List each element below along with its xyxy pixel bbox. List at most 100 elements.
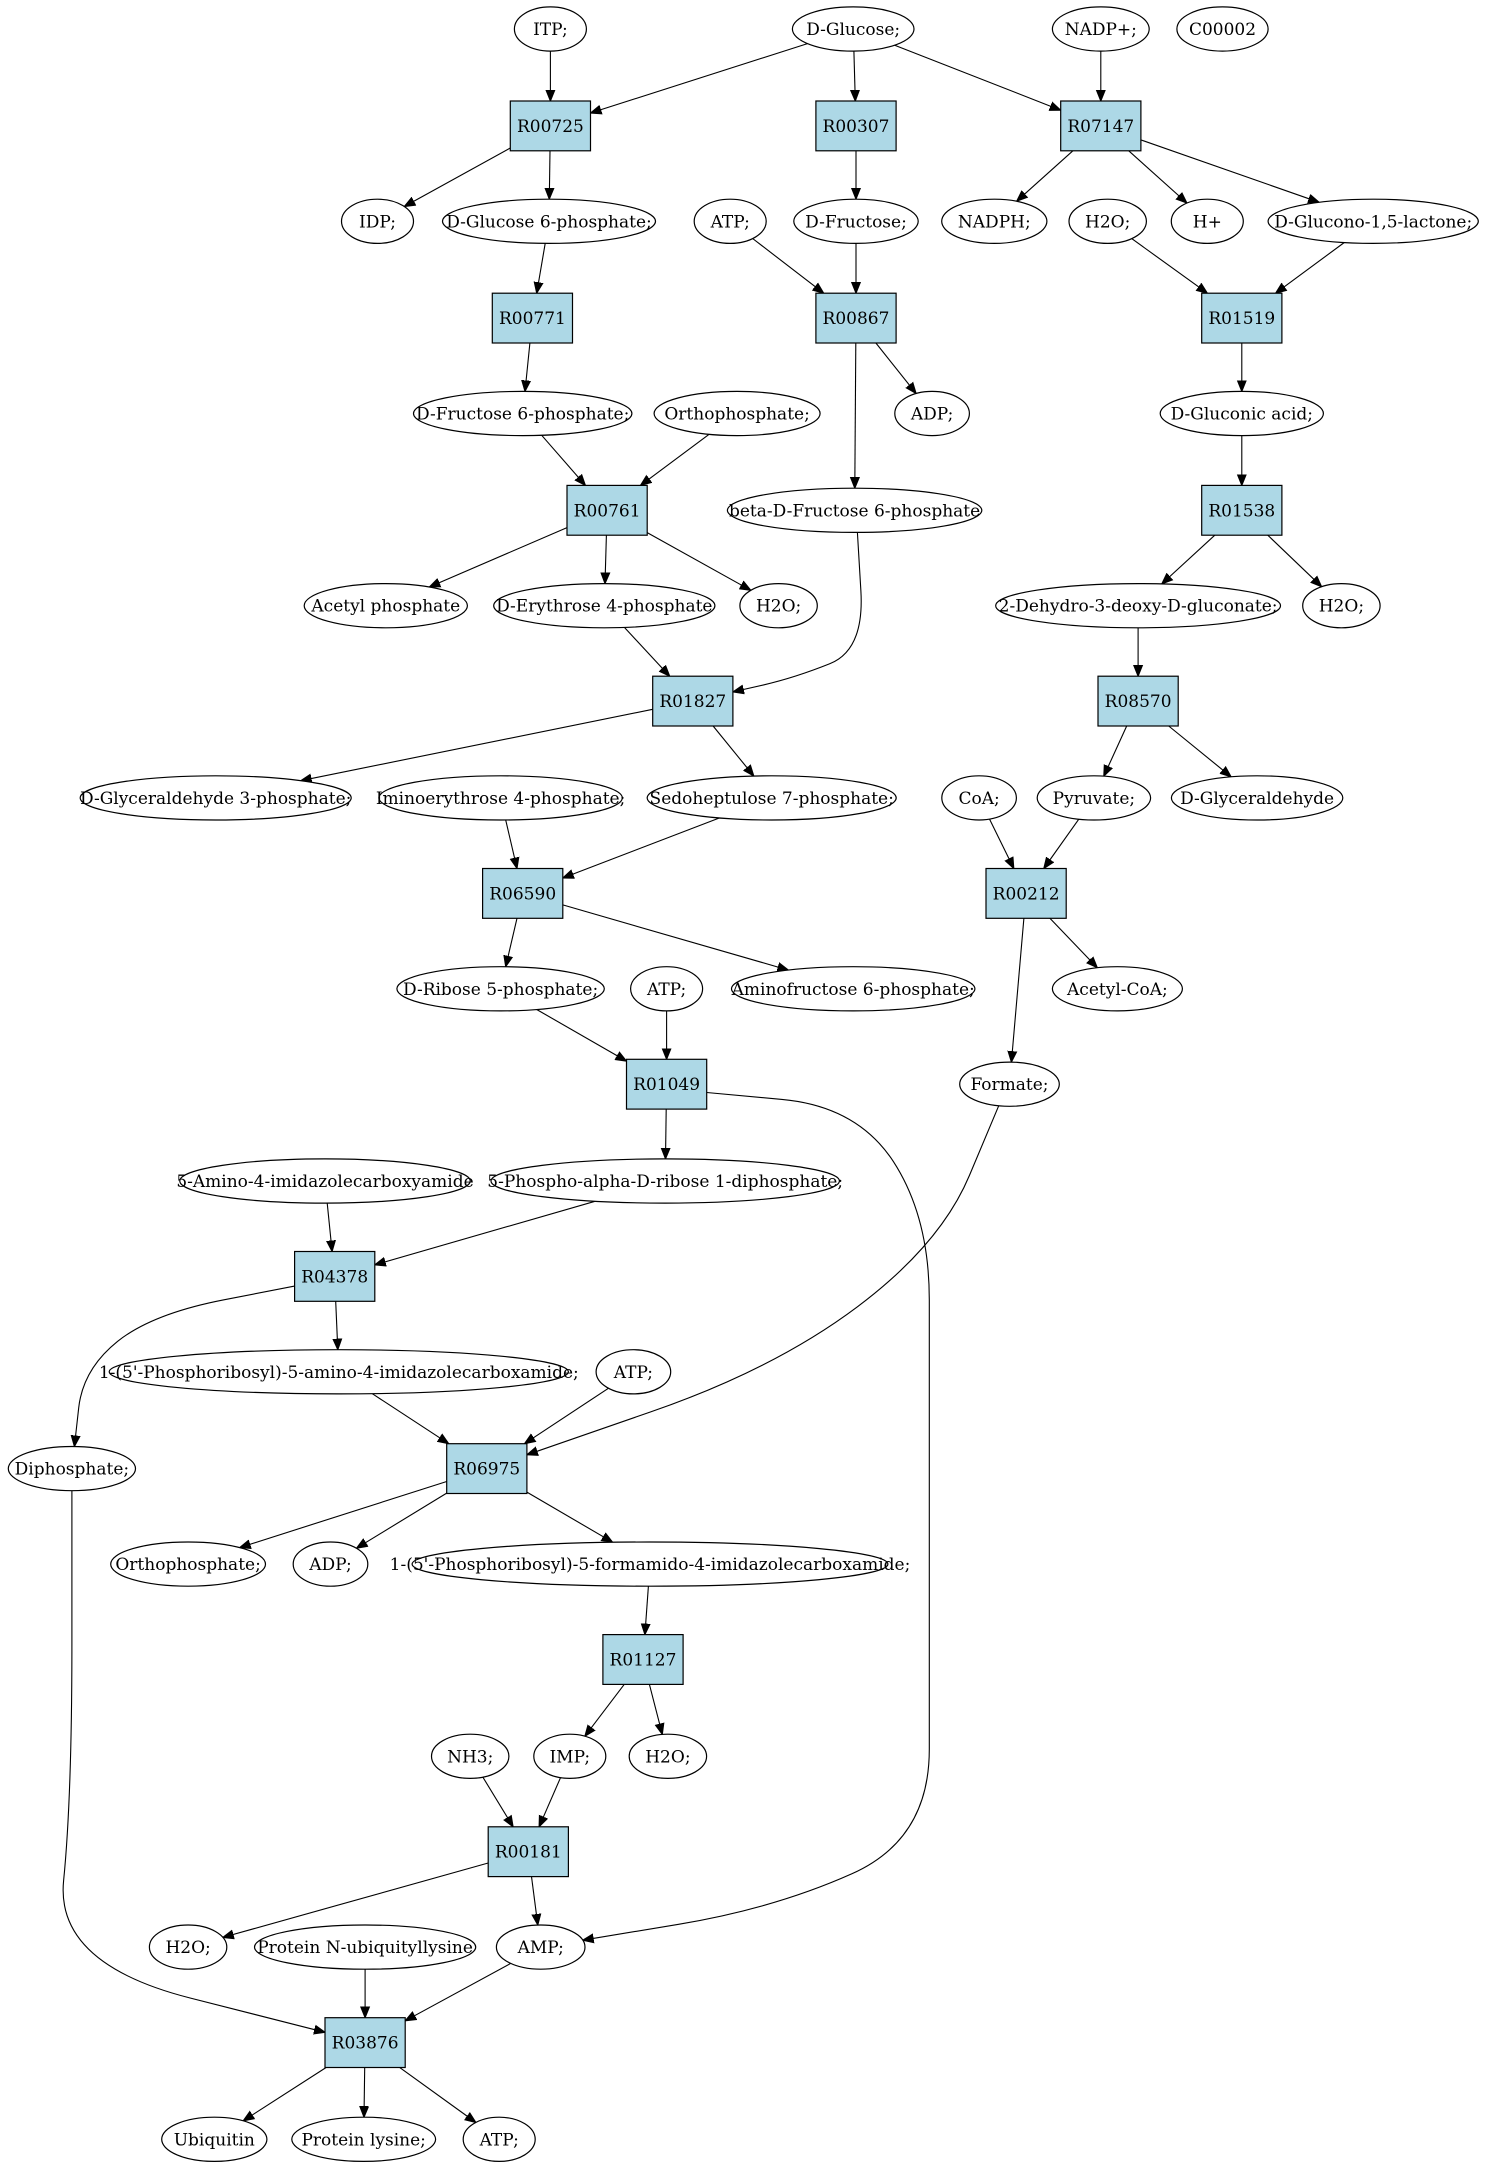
reaction-node-R01127[interactable]: R01127 [602,1633,684,1685]
compound-node-dglucose6p[interactable]: D-Glucose 6-phosphate; [441,198,657,244]
edge-imp-to-R00181 [539,1777,562,1827]
compound-ellipse [179,1158,471,1204]
compound-node-atp1[interactable]: ATP; [693,198,767,244]
compound-node-faicar[interactable]: 1-(5'-Phosphoribosyl)-5-formamido-4-imid… [390,1541,911,1587]
compound-node-dglucose[interactable]: D-Glucose; [791,6,915,52]
node-label: CoA; [958,789,999,809]
compound-node-h2o4[interactable]: H2O; [628,1733,708,1780]
compound-node-nadp[interactable]: NADP+; [1051,6,1150,52]
compound-node-dribose5p[interactable]: D-Ribose 5-phosphate; [396,966,605,1012]
reaction-node-R01049[interactable]: R01049 [625,1058,708,1110]
compound-node-sedo7p[interactable]: Sedoheptulose 7-phosphate; [646,775,897,821]
compound-node-pyruvate[interactable]: Pyruvate; [1036,775,1152,821]
reaction-box [815,292,897,344]
node-label: IMP; [549,1747,590,1767]
reaction-node-R01519[interactable]: R01519 [1201,292,1283,344]
compound-node-h2o5[interactable]: H2O; [148,1924,228,1970]
compound-node-dglyceraldehyde[interactable]: D-Glyceraldehyde [1170,775,1344,821]
compound-ellipse [462,2116,536,2162]
edge-R00212-to-acetylcoa [1049,917,1097,968]
edge-sedo7p-to-R06590 [563,817,720,878]
reaction-node-R01538[interactable]: R01538 [1201,484,1283,536]
compound-node-formate[interactable]: Formate; [959,1061,1060,1107]
compound-node-itp[interactable]: ITP; [513,6,588,52]
compound-node-h2o2[interactable]: H2O; [739,583,818,629]
reaction-node-R07147[interactable]: R07147 [1060,100,1142,152]
compound-node-idp[interactable]: IDP; [340,198,415,244]
edge-R00771-to-dfructose6p [525,342,530,391]
compound-node-derythrose4p[interactable]: D-Erythrose 4-phosphate [493,583,716,629]
reaction-node-R00307[interactable]: R00307 [815,100,897,152]
compound-ellipse [378,775,623,821]
compound-node-imp[interactable]: IMP; [533,1733,607,1780]
reaction-node-R00725[interactable]: R00725 [509,100,592,152]
compound-ellipse [110,1541,267,1587]
compound-node-atp2[interactable]: ATP; [629,966,704,1012]
compound-node-dglyc3p[interactable]: D-Glyceraldehyde 3-phosphate; [79,775,352,821]
edge-dglucose-to-R00307 [854,51,855,101]
compound-ellipse [495,1924,586,1970]
compound-node-hplus[interactable]: H+ [1170,198,1244,244]
compound-node-acetylp[interactable]: Acetyl phosphate [303,583,468,629]
node-label: H2O; [645,1747,690,1767]
reaction-box [602,1633,684,1685]
compound-node-ubiquitin[interactable]: Ubiquitin [161,2116,268,2162]
compound-node-prpp[interactable]: 5-Phospho-alpha-D-ribose 1-diphosphate; [487,1158,843,1204]
compound-node-betadf6p[interactable]: beta-D-Fructose 6-phosphate [726,487,983,533]
node-label: NADPH; [958,212,1031,232]
edge-R08570-to-dglyceraldehyde [1168,725,1231,777]
reaction-node-R06590[interactable]: R06590 [482,867,564,919]
node-label: 1-(5'-Phosphoribosyl)-5-amino-4-imidazol… [99,1363,579,1383]
compound-node-nadph[interactable]: NADPH; [941,198,1048,244]
node-label: Orthophosphate; [664,405,809,425]
compound-node-nh3[interactable]: NH3; [430,1733,510,1780]
reaction-node-R00867[interactable]: R00867 [815,292,897,344]
node-label: Ubiquitin [174,2130,255,2150]
edge-R01538-to-dehydro [1162,534,1216,584]
node-label: 5-Phospho-alpha-D-ribose 1-diphosphate; [487,1172,843,1192]
compound-node-proteinlysine[interactable]: Protein lysine; [291,2116,437,2162]
compound-node-atp3[interactable]: ATP; [595,1349,672,1395]
compound-node-amp[interactable]: AMP; [495,1924,586,1970]
compound-node-dfructose6p[interactable]: D-Fructose 6-phosphate; [412,390,633,437]
compound-node-c00002[interactable]: C00002 [1176,6,1269,52]
compound-node-proteinub[interactable]: Protein N-ubiquityllysine [253,1924,477,1970]
compound-node-iminoery[interactable]: Iminoerythrose 4-phosphate; [376,775,626,821]
node-label: R03876 [332,2034,399,2054]
compound-node-dehydro[interactable]: 2-Dehydro-3-deoxy-D-gluconate; [995,583,1282,629]
compound-node-ortho1[interactable]: Orthophosphate; [653,390,821,437]
compound-ellipse [292,1541,369,1587]
compound-node-aminofructose[interactable]: Aminofructose 6-phosphate; [731,966,976,1012]
reaction-node-R04378[interactable]: R04378 [294,1250,376,1302]
reaction-node-R08570[interactable]: R08570 [1097,675,1179,727]
edge-R01127-to-imp [585,1684,625,1736]
reaction-node-R00181[interactable]: R00181 [487,1826,570,1878]
edge-R00867-to-adp1 [875,342,916,394]
compound-node-dfructose[interactable]: D-Fructose; [793,198,919,244]
reaction-node-R01827[interactable]: R01827 [652,675,734,727]
compound-ellipse [412,390,633,437]
compound-node-aica[interactable]: 5-Amino-4-imidazolecarboxyamide [176,1158,474,1204]
edge-R06975-to-adp2 [357,1492,447,1548]
compound-node-h2o1[interactable]: H2O; [1068,198,1148,244]
compound-node-h2o3[interactable]: H2O; [1302,583,1381,629]
compound-node-dgluconic[interactable]: D-Gluconic acid; [1159,390,1325,437]
edge-faicar-to-R01127 [645,1586,649,1634]
reaction-node-R00761[interactable]: R00761 [566,484,648,536]
compound-ellipse [995,583,1282,629]
compound-node-atp4[interactable]: ATP; [462,2116,536,2162]
node-label: Protein lysine; [301,2130,425,2150]
compound-node-adp2[interactable]: ADP; [292,1541,369,1587]
reaction-node-R00212[interactable]: R00212 [985,867,1067,919]
reaction-node-R06975[interactable]: R06975 [446,1443,528,1495]
reaction-node-R03876[interactable]: R03876 [324,2017,406,2069]
reaction-node-R00771[interactable]: R00771 [491,292,574,344]
compound-node-aicar[interactable]: 1-(5'-Phosphoribosyl)-5-amino-4-imidazol… [99,1349,579,1395]
compound-node-ortho2[interactable]: Orthophosphate; [110,1541,267,1587]
compound-node-coa[interactable]: CoA; [941,775,1017,821]
compound-node-acetylcoa[interactable]: Acetyl-CoA; [1051,966,1184,1012]
compound-ellipse [1051,966,1184,1012]
compound-node-adp1[interactable]: ADP; [894,390,970,437]
compound-node-dglucono[interactable]: D-Glucono-1,5-lactone; [1267,198,1479,244]
compound-node-diphosphate[interactable]: Diphosphate; [7,1445,137,1492]
